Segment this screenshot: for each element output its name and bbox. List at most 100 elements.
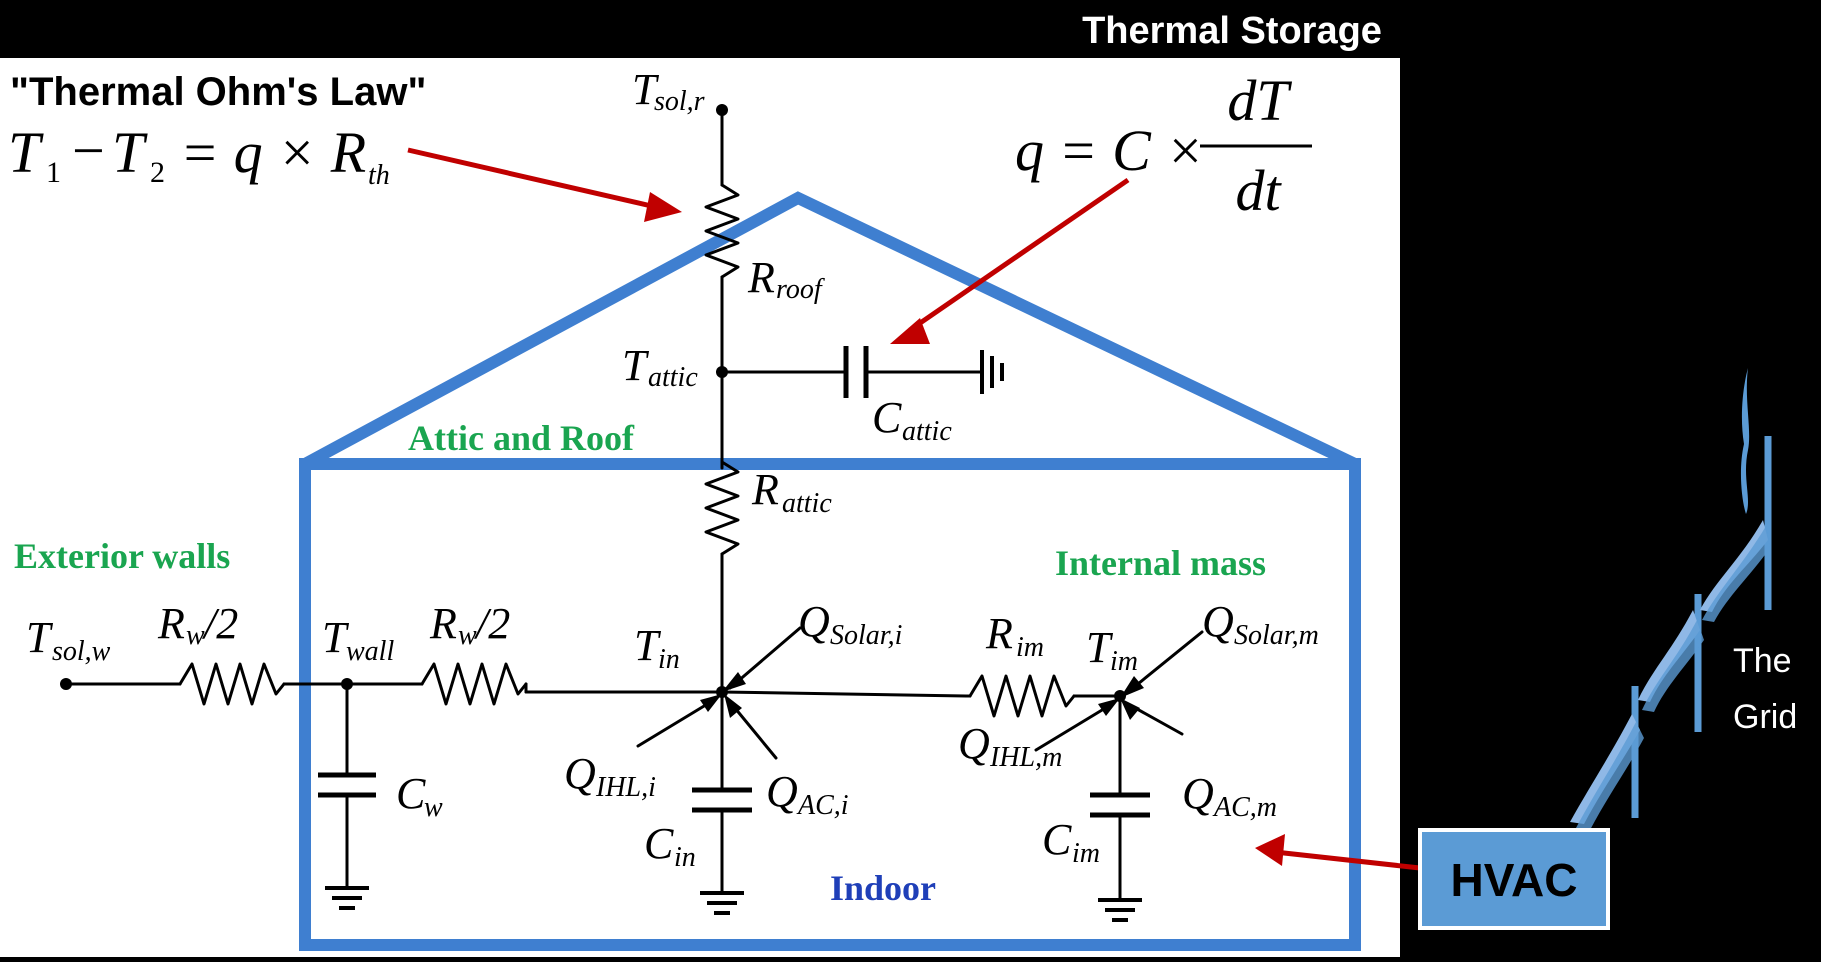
red-arrow-ohm-head <box>644 192 682 222</box>
svg-text:Solar,i: Solar,i <box>830 620 902 651</box>
label-rim: R im <box>985 609 1044 663</box>
arrow-qihlm <box>1034 702 1114 752</box>
diagram-panel <box>0 58 1400 957</box>
eq-t2: T <box>112 120 148 185</box>
thermal-ohms-law-title: "Thermal Ohm's Law" <box>10 70 426 114</box>
svg-text:R: R <box>751 465 779 514</box>
label-twall: T wall <box>322 613 394 667</box>
svg-text:AC,m: AC,m <box>1212 792 1277 823</box>
svg-text:R: R <box>157 599 185 648</box>
resistor-rroof <box>704 183 740 279</box>
arrow-qsolari-head <box>722 672 746 692</box>
label-cim: C im <box>1042 815 1100 869</box>
storage-equation: q = C × dT dt <box>1015 68 1312 223</box>
label-cw: C w <box>396 769 443 823</box>
svg-text:Q: Q <box>1202 597 1234 646</box>
grid-line-5 <box>1570 714 1640 824</box>
eq-dt: dt <box>1235 158 1282 223</box>
label-qacm: Q AC,m <box>1182 769 1277 823</box>
label-tsolr: T sol,r <box>632 65 705 117</box>
svg-text:in: in <box>658 644 680 675</box>
hvac-box: HVAC <box>1418 828 1610 930</box>
label-qaci: Q AC,i <box>766 767 849 821</box>
svg-text:R: R <box>985 609 1013 658</box>
svg-text:attic: attic <box>902 416 952 447</box>
red-arrow-storage <box>908 177 1130 333</box>
label-rroof: R roof <box>747 253 825 305</box>
arrow-qihli <box>636 698 716 748</box>
svg-text:T: T <box>26 613 54 662</box>
thermal-storage-title: Thermal Storage <box>1082 10 1382 52</box>
svg-text:R: R <box>429 599 457 648</box>
svg-text:wall: wall <box>346 636 394 667</box>
red-arrow-hvac-head <box>1255 834 1285 866</box>
svg-text:Q: Q <box>798 597 830 646</box>
svg-text:w: w <box>186 620 205 651</box>
grid-line-3 <box>1638 610 1700 702</box>
svg-text:AC,i: AC,i <box>796 790 849 821</box>
label-tsolw: T sol,w <box>26 613 111 667</box>
label-qihlm: Q IHL,m <box>958 719 1062 773</box>
hvac-rect <box>1418 828 1610 930</box>
svg-text:w: w <box>424 792 443 823</box>
eq-t1: T <box>8 120 44 185</box>
label-tim: T im <box>1086 623 1138 677</box>
grid-tower-top <box>1740 368 1750 514</box>
svg-text:T: T <box>322 613 350 662</box>
svg-text:T: T <box>634 621 662 670</box>
label-qsolarm: Q Solar,m <box>1202 597 1319 651</box>
svg-text:Q: Q <box>766 767 798 816</box>
eq-rhs: = q × R <box>180 120 366 185</box>
label-qihli: Q IHL,i <box>564 749 656 803</box>
grid-label-line1: The <box>1733 642 1792 680</box>
label-rw-left: R w /2 <box>157 599 238 651</box>
arrow-qaci-head <box>724 694 742 718</box>
label-exterior-walls: Exterior walls <box>14 536 230 576</box>
arrow-qsolarm-head <box>1120 676 1144 698</box>
svg-text:w: w <box>458 620 477 651</box>
red-arrow-hvac <box>1274 849 1421 871</box>
svg-text:T: T <box>622 341 650 390</box>
label-rattic: R attic <box>751 465 832 519</box>
label-attic-and-roof: Attic and Roof <box>408 418 635 458</box>
power-grid-icon <box>1570 368 1772 830</box>
svg-text:in: in <box>674 842 696 873</box>
label-tin: T in <box>634 621 680 675</box>
grid-label-line2: Grid <box>1733 698 1797 736</box>
svg-text:C: C <box>1042 815 1072 864</box>
ohms-law-equation: T 1 − T 2 = q × R th <box>8 118 390 191</box>
arrow-qihli-head <box>700 694 722 712</box>
svg-text:attic: attic <box>648 362 698 393</box>
svg-text:Q: Q <box>1182 769 1214 818</box>
svg-text:im: im <box>1016 632 1044 663</box>
svg-text:C: C <box>872 393 902 442</box>
svg-text:T: T <box>1086 623 1114 672</box>
eq-sub-2: 2 <box>150 156 165 189</box>
svg-text:C: C <box>644 819 674 868</box>
svg-text:im: im <box>1110 646 1138 677</box>
eq-sub-1: 1 <box>46 156 61 189</box>
arrow-qacm-head <box>1120 698 1140 720</box>
red-arrow-storage-head <box>890 318 930 344</box>
eq-minus: − <box>72 118 105 183</box>
grid-line-1 <box>1700 520 1768 612</box>
svg-text:/2: /2 <box>201 599 238 648</box>
svg-text:roof: roof <box>776 274 825 305</box>
grid-line-2 <box>1702 526 1770 622</box>
resistor-rw-right <box>420 662 528 706</box>
resistor-rim <box>968 674 1076 718</box>
grid-line-6 <box>1576 722 1644 830</box>
svg-text:IHL,m: IHL,m <box>989 742 1062 773</box>
wire-tin-right <box>720 690 968 698</box>
svg-text:im: im <box>1072 838 1100 869</box>
svg-text:sol,w: sol,w <box>52 636 111 667</box>
label-tattic: T attic <box>622 341 698 393</box>
svg-text:Q: Q <box>564 749 596 798</box>
resistor-rw-left <box>178 662 286 706</box>
resistor-rattic <box>704 460 740 556</box>
grid-line-4 <box>1642 620 1704 712</box>
eq-q-c: q = C × <box>1015 118 1204 183</box>
svg-text:IHL,i: IHL,i <box>595 772 656 803</box>
